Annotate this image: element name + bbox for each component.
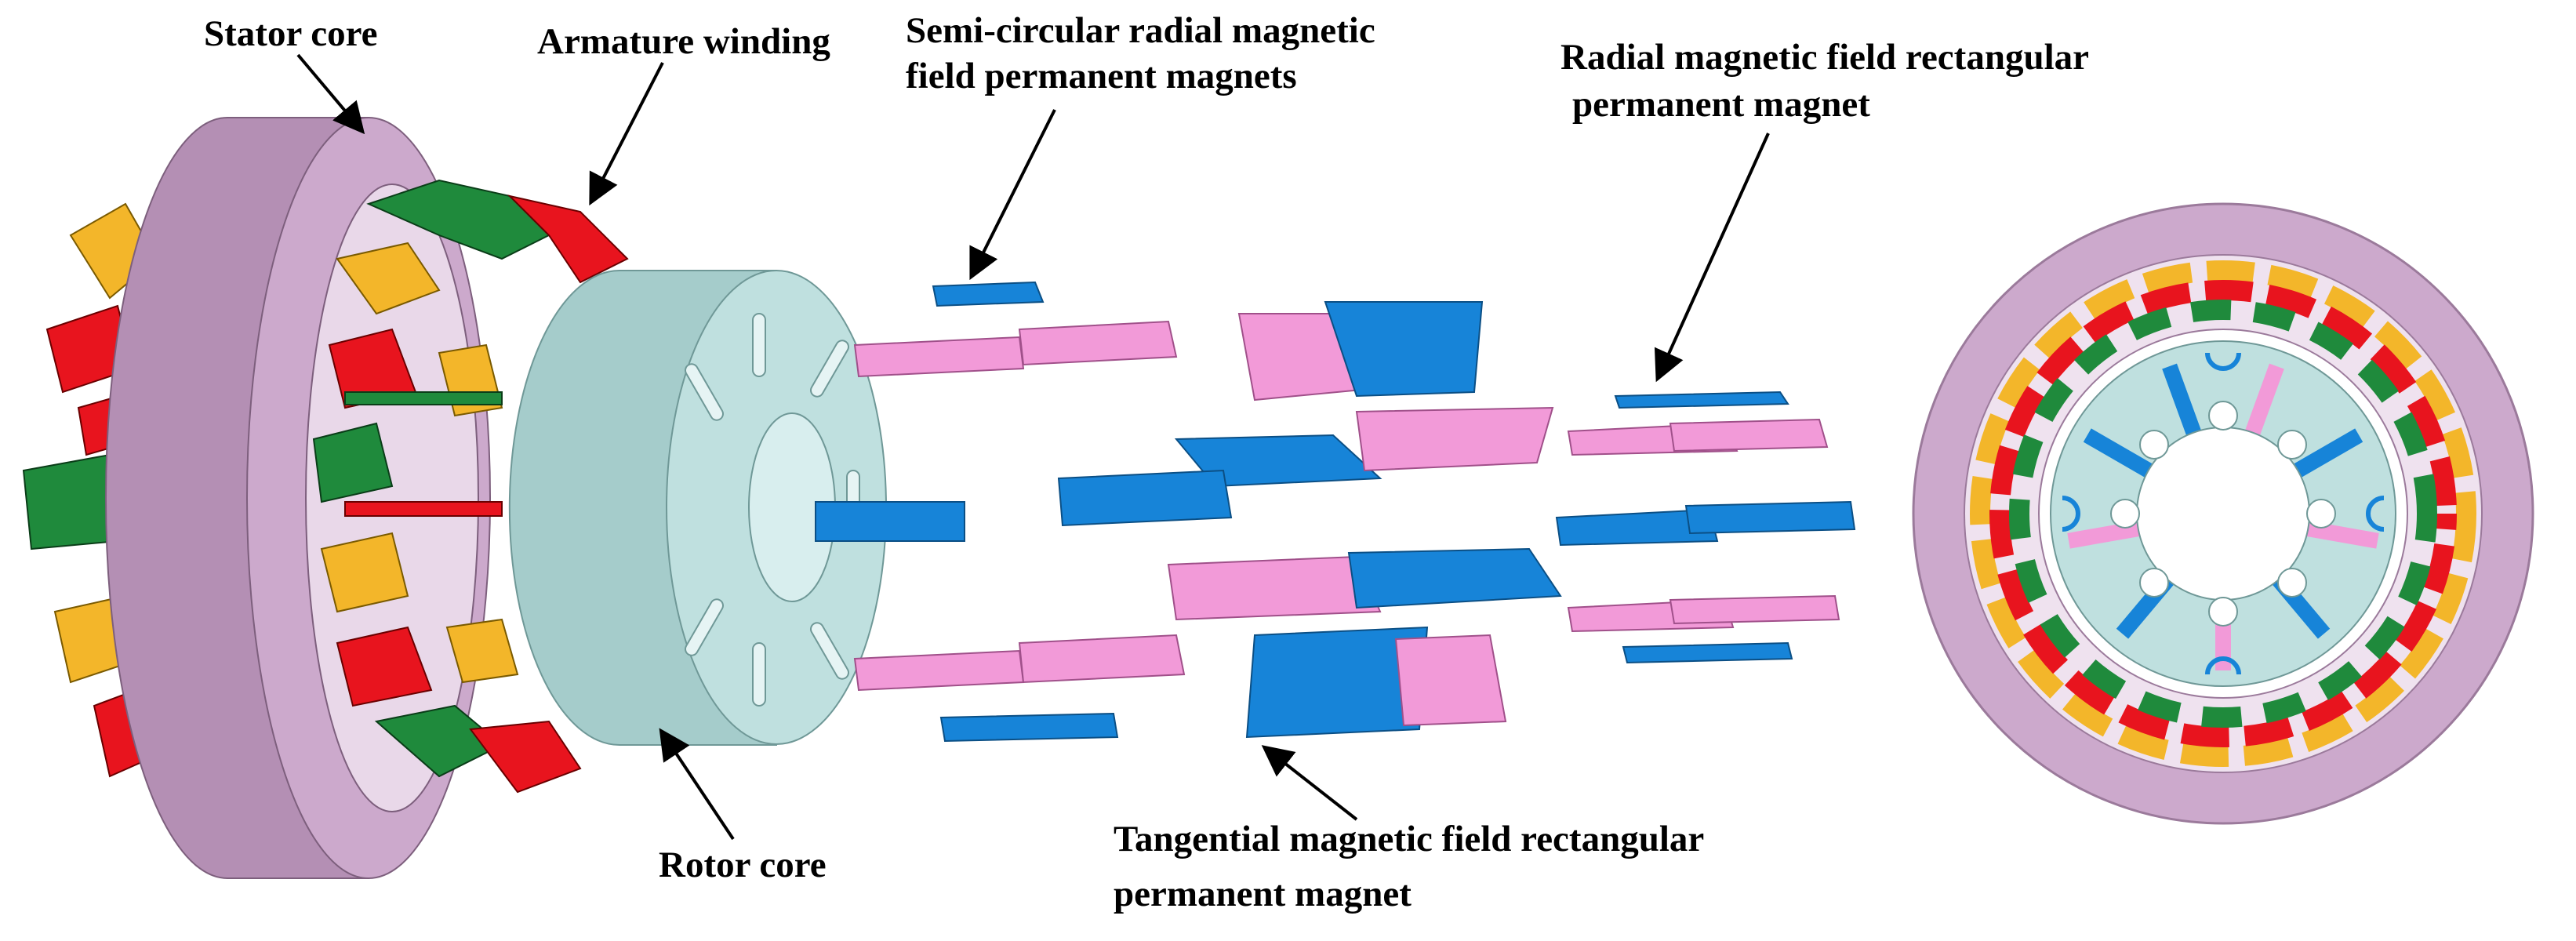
arrow-tangential-magnet bbox=[1261, 745, 1358, 821]
label-armature-winding: Armature winding bbox=[537, 21, 830, 62]
label-radial-rect-line1: Radial magnetic field rectangular bbox=[1560, 37, 2090, 78]
label-semicircular-line1: Semi-circular radial magnetic bbox=[906, 10, 1375, 51]
arrow-stator-core bbox=[296, 53, 365, 135]
label-rotor-core: Rotor core bbox=[659, 845, 827, 885]
semicircular-magnets bbox=[853, 281, 1186, 743]
callout-arrows bbox=[296, 53, 1770, 841]
arrow-rotor-core bbox=[659, 728, 735, 841]
label-semicircular-line2: field permanent magnets bbox=[906, 56, 1297, 96]
label-radial-rect-line2: permanent magnet bbox=[1572, 84, 1870, 125]
rotor-inner-magnet bbox=[815, 501, 965, 542]
tangential-magnets bbox=[1057, 301, 1562, 739]
radial-rectangular-magnets bbox=[1555, 391, 1856, 664]
rotor-assembly bbox=[508, 270, 965, 746]
cross-section-view bbox=[1912, 202, 2534, 825]
label-tangential-line1: Tangential magnetic field rectangular bbox=[1114, 819, 1705, 859]
label-stator-core: Stator core bbox=[204, 13, 378, 54]
armature-winding-coils bbox=[312, 179, 629, 794]
arrow-radial-rect-magnet bbox=[1654, 133, 1770, 383]
stator-assembly bbox=[22, 117, 629, 879]
cross-section-semicircles bbox=[2062, 352, 2385, 675]
arrow-semicircular-magnets bbox=[969, 109, 1056, 281]
arrow-armature-winding bbox=[589, 62, 664, 206]
label-tangential-line2: permanent magnet bbox=[1114, 874, 1412, 914]
cross-section-windings bbox=[1970, 260, 2476, 767]
